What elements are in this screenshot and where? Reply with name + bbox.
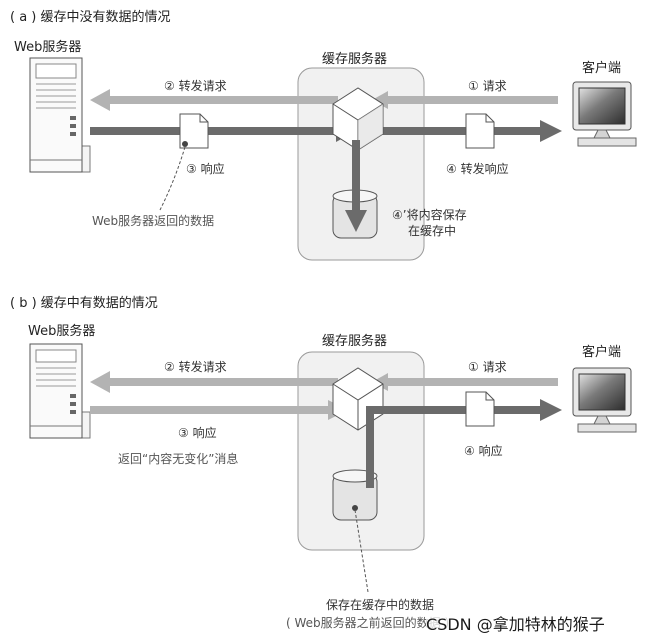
stored-note-leader-b	[354, 509, 369, 593]
stored-note-line1-b: 保存在缓存中的数据	[326, 598, 435, 612]
panel-a-title: ( a ) 缓存中没有数据的情况	[10, 10, 171, 25]
step-forward-request-a: ② 转发请求	[164, 79, 227, 93]
web-server-icon-a	[29, 57, 91, 173]
watermark-text: CSDN @拿加特林的猴子	[426, 615, 605, 634]
data-note-leader-a	[159, 146, 186, 211]
response-note-b: 返回“内容无变化”消息	[118, 452, 239, 466]
step-forward-response-a: ④ 转发响应	[446, 162, 509, 176]
step-store-line2-a: 在缓存中	[408, 224, 457, 238]
cache-server-label-a: 缓存服务器	[322, 52, 388, 67]
web-server-label-b: Web服务器	[28, 324, 96, 339]
cache-server-label-b: 缓存服务器	[322, 334, 388, 349]
step-request-a: ① 请求	[468, 79, 507, 93]
step-response-client-b: ④ 响应	[464, 444, 503, 458]
step-response-a: ③ 响应	[186, 162, 225, 176]
client-monitor-icon-a	[572, 81, 637, 147]
document-icon-a-response	[179, 113, 209, 149]
step-response-b: ③ 响应	[178, 426, 217, 440]
client-label-a: 客户端	[582, 61, 622, 76]
client-label-b: 客户端	[582, 345, 622, 360]
web-server-icon-b	[29, 343, 91, 439]
stored-note-line2-b: ( Web服务器之前返回的数据 )	[286, 616, 450, 630]
document-icon-a-forward	[465, 113, 495, 149]
step-store-line1-a: ④’将内容保存	[392, 208, 467, 222]
cache-box-icon-a	[332, 87, 384, 151]
step-request-b: ① 请求	[468, 360, 507, 374]
document-icon-b	[465, 391, 495, 427]
step-forward-request-b: ② 转发请求	[164, 360, 227, 374]
client-monitor-icon-b	[572, 367, 637, 433]
cache-server-panel-a	[297, 67, 425, 261]
data-note-a: Web服务器返回的数据	[92, 214, 215, 228]
panel-b-title: ( b ) 缓存中有数据的情况	[10, 296, 158, 311]
web-server-label-a: Web服务器	[14, 40, 82, 55]
